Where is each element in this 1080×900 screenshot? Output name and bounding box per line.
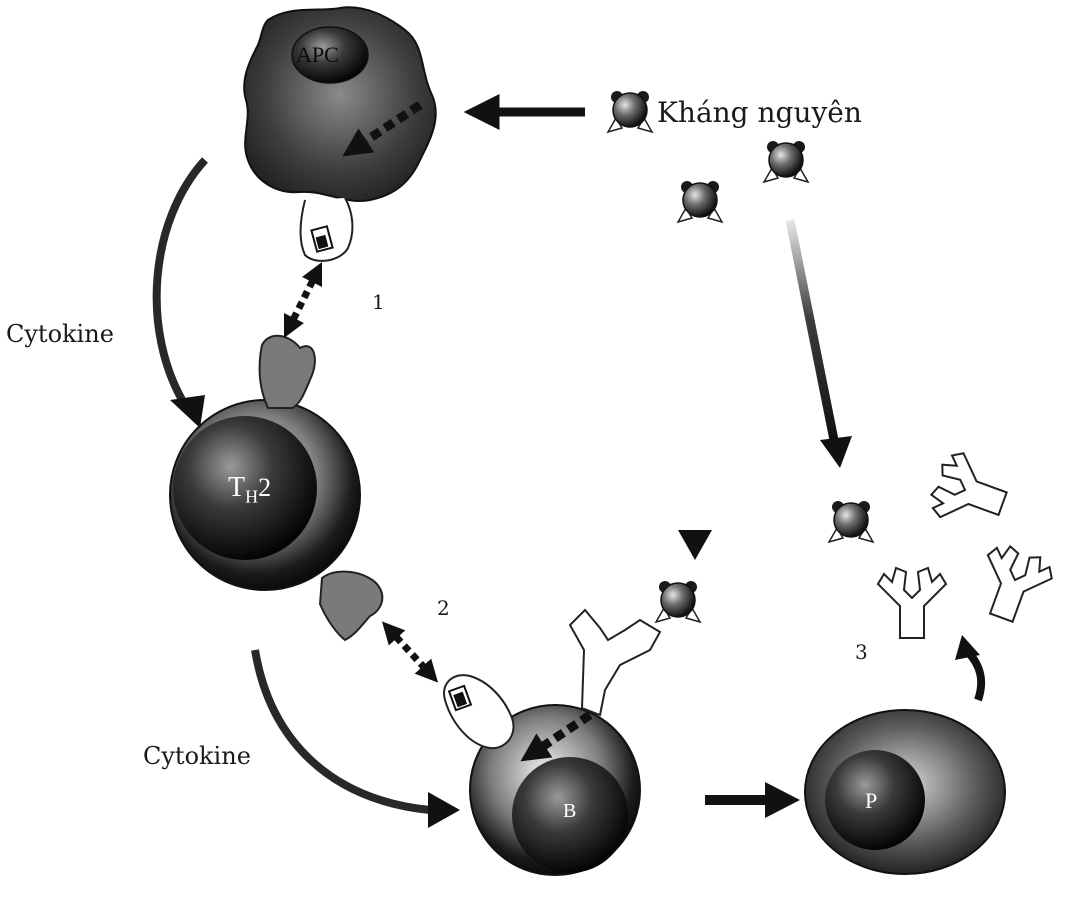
cytokine-arrow-top	[152, 157, 208, 408]
antigen-to-antibody-arrowhead	[820, 436, 852, 468]
plasma-cell	[804, 709, 1006, 875]
antigen-2	[677, 180, 723, 223]
b-label: B	[563, 800, 577, 822]
antigen-3	[763, 140, 809, 183]
antigen-1	[607, 90, 653, 133]
b-processing-arrow	[520, 711, 593, 762]
p-to-antibody-arrow	[964, 649, 986, 702]
apc-processing-arrow	[342, 101, 423, 157]
b-cell-antibody-receptor	[568, 608, 662, 717]
p-to-antibody-arrowhead	[955, 635, 980, 660]
b-cell	[443, 674, 641, 876]
antigen-to-antibody-arrow	[785, 219, 839, 441]
cytokine-arrowhead-bottom	[428, 792, 460, 828]
antigen-bound-antibody	[828, 500, 874, 543]
cytokine-label-top: Cytokine	[6, 320, 114, 348]
interaction-1-arrow	[283, 261, 323, 339]
th2-cell	[169, 334, 384, 642]
interaction-2-arrow	[381, 621, 439, 683]
apc-cell	[243, 6, 437, 262]
antigen-bound-b	[655, 580, 701, 623]
cytokine-label-bottom: Cytokine	[143, 742, 251, 770]
th-main: T	[228, 472, 246, 503]
antigen-to-b-arrowhead	[678, 530, 712, 560]
apc-label: APC	[296, 42, 339, 67]
cytokine-arrow-bottom	[251, 649, 431, 814]
antigen-label: Kháng nguyên	[657, 96, 862, 129]
step-2-label: 2	[437, 596, 450, 620]
cytokine-arrowhead-top	[170, 395, 205, 428]
free-antibodies	[877, 446, 1059, 639]
b-to-p-arrowhead	[765, 782, 800, 818]
p-label: P	[865, 788, 878, 813]
step-3-label: 3	[855, 640, 868, 664]
step-1-label: 1	[372, 290, 385, 314]
th-sub: H	[245, 486, 259, 507]
th-label: TH2	[228, 472, 271, 508]
th-num: 2	[258, 473, 272, 502]
